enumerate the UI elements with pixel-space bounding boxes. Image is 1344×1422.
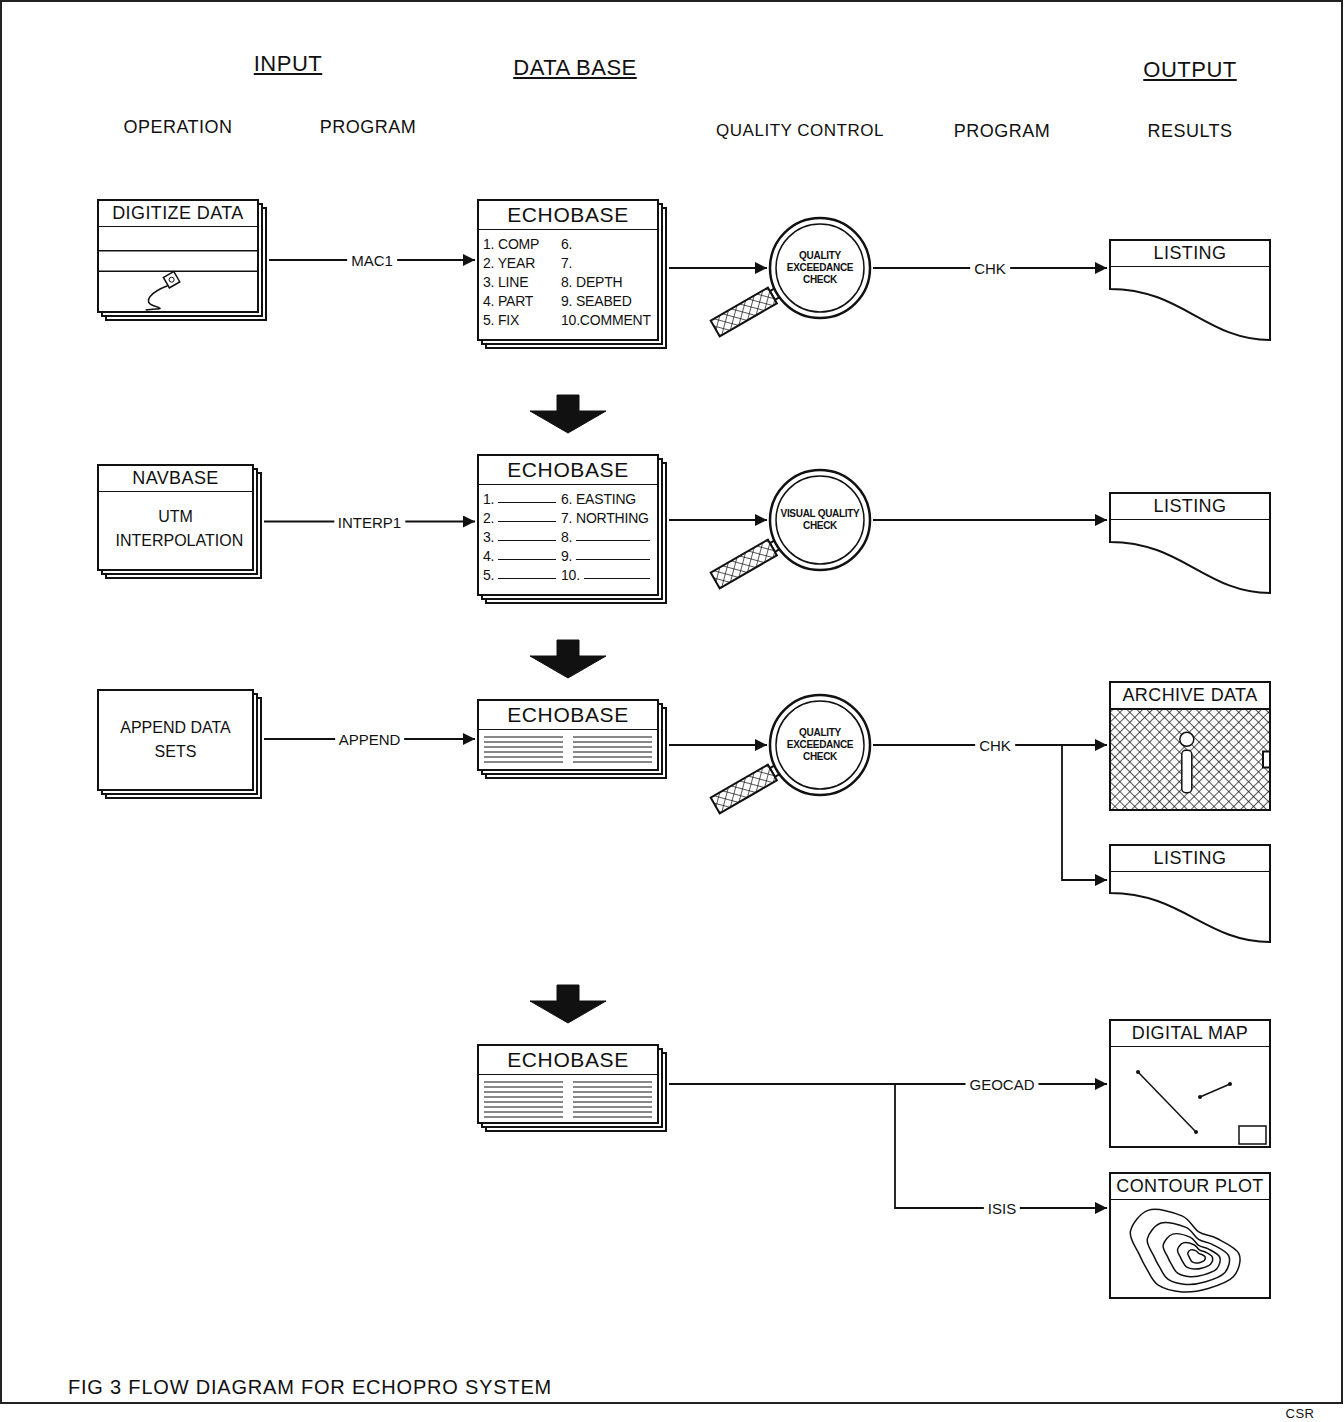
- program-name: CHK: [970, 259, 1010, 278]
- database-stack: ECHOBASE 1. 2. 3. 4. 5. 6. EASTING 7. NORTHING 8…: [478, 455, 658, 595]
- flow-arrow: [873, 745, 1107, 880]
- input-stack: APPEND DATA SETS: [98, 690, 253, 790]
- program-name: MAC1: [347, 251, 397, 270]
- flow-arrow: [669, 1084, 1107, 1208]
- figure-caption: FIG 3 FLOW DIAGRAM FOR ECHOPRO SYSTEM: [68, 1376, 552, 1399]
- program-name: APPEND: [335, 730, 405, 749]
- field-name: 4. PART: [483, 293, 533, 309]
- quality-check-lens: QUALITY EXCEEDANCE CHECK: [770, 695, 870, 795]
- box-title: ECHOBASE: [507, 458, 629, 481]
- field-name: 10.: [561, 567, 580, 583]
- field-name: 1. COMP: [483, 236, 539, 252]
- contour-plot: CONTOUR PLOT: [1110, 1173, 1270, 1298]
- box-title: ARCHIVE DATA: [1122, 685, 1257, 705]
- box-title: LISTING: [1154, 848, 1227, 868]
- flow-arrow: [669, 744, 767, 746]
- check-label: QUALITY EXCEEDANCE CHECK: [780, 727, 860, 763]
- program-name: INTERP1: [334, 512, 405, 531]
- header-band: DIGITAL MAP: [1110, 1020, 1270, 1047]
- block-arrow: [530, 985, 606, 1023]
- box-title: ECHOBASE: [507, 1048, 629, 1071]
- flow-arrow: [669, 519, 767, 521]
- input-stack: NAVBASE UTM INTERPOLATION: [98, 465, 253, 570]
- block-arrow: [530, 395, 606, 433]
- listing-document: LISTING: [1110, 845, 1270, 942]
- header-band: LISTING: [1110, 845, 1270, 872]
- column-subheading: RESULTS: [1147, 121, 1232, 142]
- box-title: CONTOUR PLOT: [1116, 1176, 1263, 1196]
- box-title: LISTING: [1154, 243, 1227, 263]
- shape-outline: [98, 690, 253, 790]
- archive-disk: ARCHIVE DATA: [1110, 682, 1270, 810]
- program-name: GEOCAD: [965, 1075, 1038, 1094]
- database-stack: ECHOBASE: [478, 700, 658, 770]
- field-name: 2. YEAR: [483, 255, 535, 271]
- quality-check-lens: VISUAL QUALITY CHECK: [770, 470, 870, 570]
- listing-document: LISTING: [1110, 493, 1270, 593]
- header-band: LISTING: [1110, 493, 1270, 520]
- block-arrow: [530, 640, 606, 678]
- header-band: DIGITIZE DATA: [98, 200, 258, 227]
- header-band: NAVBASE: [98, 465, 253, 492]
- box-title: LISTING: [1154, 496, 1227, 516]
- header-band: ARCHIVE DATA: [1110, 682, 1270, 709]
- box-title: ECHOBASE: [507, 703, 629, 726]
- field-name: 2.: [483, 510, 494, 526]
- check-label: QUALITY EXCEEDANCE CHECK: [780, 250, 860, 286]
- program-name: ISIS: [984, 1199, 1020, 1218]
- field-name: 6.: [561, 236, 572, 252]
- flow-arrow: [873, 519, 1107, 521]
- field-name: 7.: [561, 255, 572, 271]
- column-heading: OUTPUT: [1143, 57, 1236, 83]
- field-name: 4.: [483, 548, 494, 564]
- program-name: CHK: [975, 736, 1015, 755]
- input-stack: DIGITIZE DATA: [98, 200, 258, 312]
- field-name: 9. SEABED: [561, 293, 632, 309]
- field-name: 8.: [561, 529, 572, 545]
- column-heading: INPUT: [254, 51, 323, 77]
- box-title: NAVBASE: [132, 468, 219, 488]
- column-heading: DATA BASE: [513, 55, 637, 81]
- field-name: 10.COMMENT: [561, 312, 651, 328]
- column-subheading: OPERATION: [123, 117, 232, 138]
- flow-arrow: [669, 267, 767, 269]
- field-name: 9.: [561, 548, 572, 564]
- field-name: 7. NORTHING: [561, 510, 649, 526]
- box-title: DIGITAL MAP: [1132, 1023, 1248, 1043]
- header-band: ECHOBASE: [478, 700, 658, 730]
- header-band: ECHOBASE: [478, 200, 658, 230]
- field-name: 8. DEPTH: [561, 274, 622, 290]
- database-stack: ECHOBASE 1. COMP 2. YEAR 3. LINE 4. PART 5. F…: [478, 200, 658, 340]
- box-text: UTM INTERPOLATION: [116, 505, 236, 553]
- box-title: ECHOBASE: [507, 203, 629, 226]
- check-label: VISUAL QUALITY CHECK: [780, 508, 860, 532]
- column-subheading: PROGRAM: [320, 117, 417, 138]
- quality-check-lens: QUALITY EXCEEDANCE CHECK: [770, 218, 870, 318]
- database-stack: ECHOBASE: [478, 1045, 658, 1123]
- column-subheading: QUALITY CONTROL: [716, 121, 884, 141]
- field-name: 5. FIX: [483, 312, 519, 328]
- listing-document: LISTING: [1110, 240, 1270, 340]
- operation-label: APPEND DATA SETS: [120, 716, 232, 764]
- box-title: DIGITIZE DATA: [112, 203, 244, 223]
- column-subheading: PROGRAM: [954, 121, 1051, 142]
- header-band: ECHOBASE: [478, 455, 658, 485]
- header-band: LISTING: [1110, 240, 1270, 267]
- field-name: 5.: [483, 567, 494, 583]
- header-band: ECHOBASE: [478, 1045, 658, 1075]
- field-name: 3. LINE: [483, 274, 528, 290]
- field-name: 6. EASTING: [561, 491, 636, 507]
- digital-map: DIGITAL MAP: [1110, 1020, 1270, 1147]
- author-initials: CSR: [1286, 1406, 1315, 1421]
- field-name: 1.: [483, 491, 494, 507]
- field-name: 3.: [483, 529, 494, 545]
- header-band: CONTOUR PLOT: [1110, 1173, 1270, 1200]
